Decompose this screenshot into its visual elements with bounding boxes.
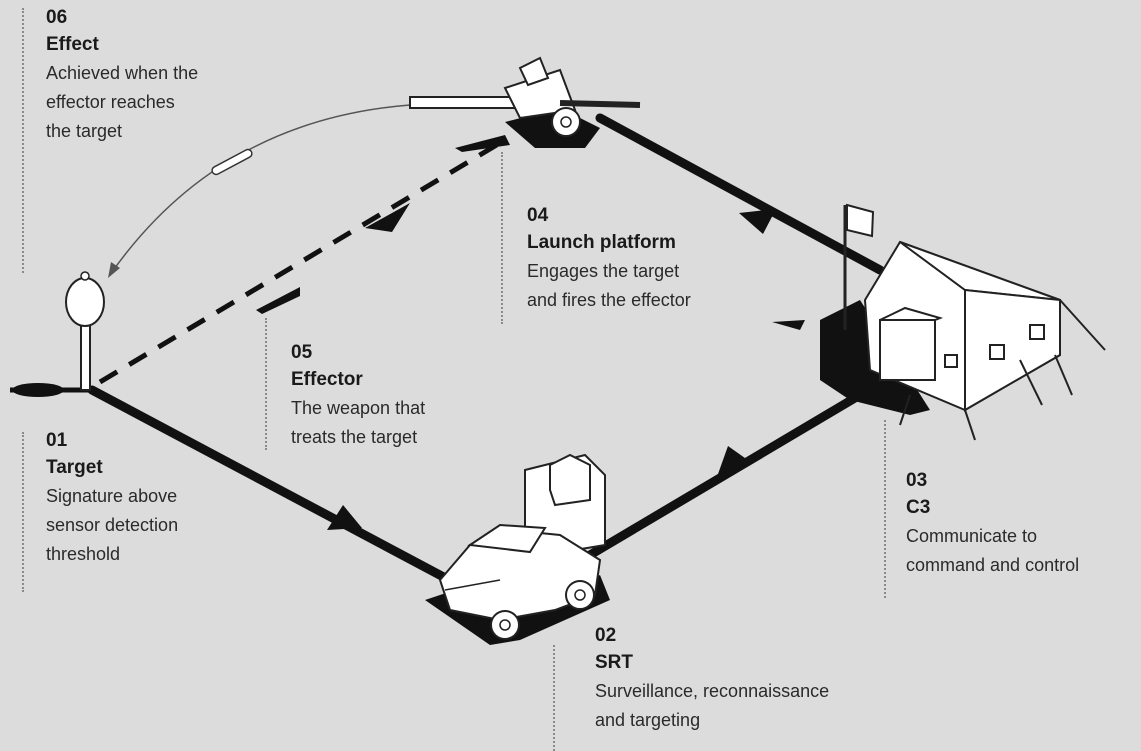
guide-02 [553,645,555,751]
stage-05-label: 05 Effector The weapon that treats the t… [291,340,491,452]
guide-01 [22,432,24,592]
launch-platform-icon [409,56,641,152]
guide-05 [265,318,267,450]
stage-04-label: 04 Launch platform Engages the target an… [527,203,767,315]
effector-missile-icon [256,287,300,314]
stage-title: Target [46,457,103,478]
stage-description-line: and targeting [595,710,701,730]
srt-vehicle-icon [425,453,610,645]
path-srt-to-c3 [585,387,870,560]
arrowhead-to-srt [327,505,362,530]
stage-description-line: Engages the target [527,261,680,281]
effector-trajectory [98,137,507,385]
stage-number: 01 [46,430,68,451]
stage-description-line: and fires the effector [527,290,691,310]
stage-description-line: effector reaches [46,92,175,112]
guide-04 [501,152,503,324]
stage-description-line: threshold [46,544,121,564]
stage-description-line: Surveillance, reconnaissance [595,681,830,701]
c3-tent-icon [772,203,1106,441]
guide-06 [22,8,24,273]
stage-title: C3 [906,497,931,518]
stage-description-line: Achieved when the [46,63,199,83]
stage-number: 06 [46,7,68,28]
process-loop [87,113,885,595]
target-icon [10,271,105,397]
loop-arrowheads [327,209,776,530]
stage-description-line: Signature above [46,486,178,506]
stage-title: Effector [291,369,363,390]
stage-description-line: the target [46,121,123,141]
stage-06-label: 06 Effect Achieved when the effector rea… [46,5,276,146]
stage-description-line: Communicate to [906,526,1038,546]
arrowhead-to-c3 [718,446,752,474]
stage-title: Effect [46,34,99,55]
stage-description-line: The weapon that [291,398,426,418]
stage-description-line: treats the target [291,427,418,447]
stage-title: SRT [595,652,633,673]
arrowhead-to-launch [739,209,776,234]
stage-number: 03 [906,470,928,491]
stage-03-label: 03 C3 Communicate to command and control [906,468,1138,580]
stage-number: 02 [595,625,617,646]
projectile-icon [211,148,253,176]
arrowhead-effector [365,203,410,232]
stage-02-label: 02 SRT Surveillance, reconnaissance and … [595,623,895,735]
guide-03 [884,420,886,598]
path-c3-to-launch [595,113,885,275]
stage-number: 05 [291,342,313,363]
stage-title: Launch platform [527,232,676,253]
stage-01-label: 01 Target Signature above sensor detecti… [46,428,246,569]
stage-number: 04 [527,205,549,226]
path-target-to-srt [87,385,473,595]
effect-arc-arrowhead [108,262,120,278]
stage-description-line: sensor detection [46,515,179,535]
stage-description-line: command and control [906,555,1080,575]
